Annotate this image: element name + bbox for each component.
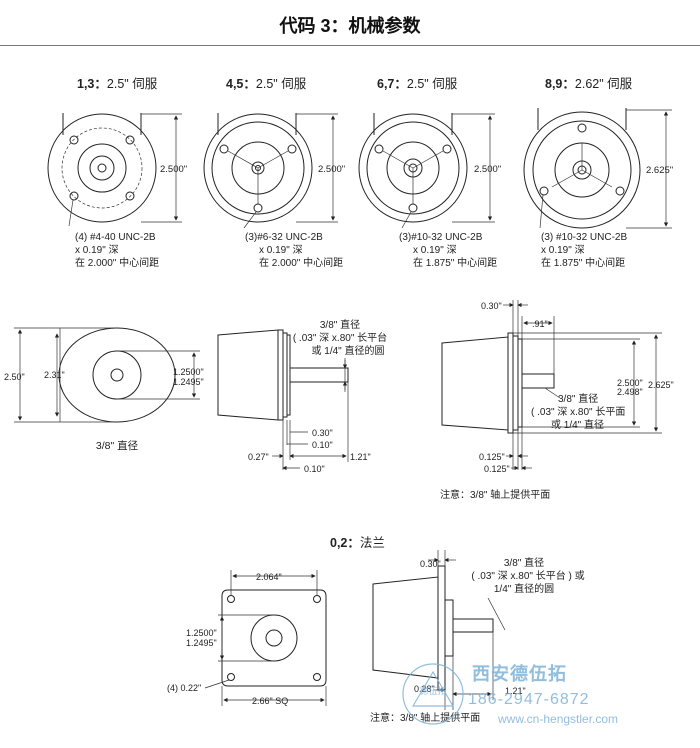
flange-callout-1: 3/8" 直径	[504, 556, 544, 569]
side-1-dim-010a: 0.10"	[312, 440, 333, 450]
watermark-phone: 186-2947-6872	[468, 691, 590, 708]
flange-dim-028: 0.28"	[414, 684, 435, 694]
front-dim-boss-1: 1.2500"	[173, 367, 204, 377]
svg-text:8,9：2.62" 伺服: 8,9：2.62" 伺服	[545, 77, 633, 91]
servo-4-5-label: 4,5	[226, 77, 243, 91]
svg-text:6,7：2.5" 伺服: 6,7：2.5" 伺服	[377, 77, 458, 91]
servo-1-3-note-3: 在 2.000" 中心间距	[75, 256, 159, 269]
flange-section: 0,2：法兰	[330, 536, 385, 550]
servo-6-7-size: 2.5" 伺服	[407, 77, 458, 91]
servo-view-4-5: 4,5：2.5" 伺服 2.500" (3)#6-32 UNC-2B x 0.1…	[203, 77, 345, 269]
servo-8-9-dimension: 2.625"	[646, 165, 673, 176]
svg-text:1,3：2.5" 伺服: 1,3：2.5" 伺服	[77, 77, 158, 91]
servo-1-3-size: 2.5" 伺服	[107, 77, 158, 91]
side-2-dim-2500: 2.500"	[617, 378, 643, 388]
flange-dim-2064: 2.064"	[256, 572, 282, 582]
flange-dim-boss-2: 1.2495"	[186, 638, 217, 648]
servo-4-5-size: 2.5" 伺服	[256, 77, 307, 91]
side-1-callout-1: 3/8" 直径	[320, 318, 360, 331]
side-1-dim-027: 0.27"	[248, 452, 269, 462]
side-2-dim-0125b: 0.125"	[484, 464, 510, 474]
watermark-url: www.cn-hengstler.com	[497, 712, 618, 726]
front-dim-boss-2: 1.2495"	[173, 377, 204, 387]
flange-dim-holes: (4) 0.22"	[167, 683, 201, 693]
title-divider	[0, 45, 700, 46]
watermark-logo-text: 德伍拓	[419, 685, 446, 696]
watermark-logo	[402, 663, 464, 725]
watermark-company: 西安德伍拓	[472, 663, 567, 684]
servo-view-8-9: 8,9：2.62" 伺服 2.625" (3) #10-32 UNC-2B x …	[523, 77, 673, 269]
servo-4-5-note-3: 在 2.000" 中心间距	[259, 256, 343, 269]
flange-dim-boss-1: 1.2500"	[186, 628, 217, 638]
servo-1-3-dimension: 2.500"	[160, 164, 187, 175]
servo-6-7-note-1: (3)#10-32 UNC-2B	[399, 232, 483, 243]
flange-dim-square: 2.66" SQ	[252, 696, 288, 706]
side-view-1: 3/8" 直径 ( .03" 深 x.80" 长平台 或 1/4" 直径的圆 0…	[217, 318, 387, 474]
side-2-dim-030: 0.30"	[481, 301, 502, 311]
servo-1-3-label: 1,3	[77, 77, 94, 91]
side-2-dim-0125a: 0.125"	[479, 452, 505, 462]
servo-8-9-size: 2.62" 伺服	[575, 77, 633, 91]
front-shaft-caption: 3/8" 直径	[96, 439, 139, 452]
flange-callout-3: 1/4" 直径的圆	[494, 582, 554, 595]
side-2-dim-2625: 2.625"	[648, 380, 674, 390]
flange-note: 注意：3/8" 轴上提供平面	[370, 711, 480, 724]
side-1-callout-2: ( .03" 深 x.80" 长平台	[293, 331, 387, 344]
servo-4-5-note-2: x 0.19" 深	[259, 244, 303, 256]
side-2-callout-1: 3/8" 直径	[558, 392, 598, 405]
side-2-callout-3: 或 1/4" 直径	[551, 418, 604, 431]
side-1-dim-010b: 0.10"	[304, 464, 325, 474]
servo-8-9-label: 8,9	[545, 77, 562, 91]
side-1-dim-030: 0.30"	[312, 428, 333, 438]
side-1-dim-121: 1.21"	[350, 452, 371, 462]
servo-1-3-note-2: x 0.19" 深	[75, 244, 119, 256]
svg-text:0,2：法兰: 0,2：法兰	[330, 536, 385, 550]
flange-dim-030: 0.30"	[420, 559, 441, 569]
side-2-dim-2498: 2.498"	[617, 387, 643, 397]
side-1-callout-3: 或 1/4" 直径的圆	[311, 344, 384, 357]
flange-front-view: 2.064" 1.2500" 1.2495" (4) 0.22" 2.66" S…	[167, 570, 327, 706]
front-dim-outer: 2.50"	[4, 372, 25, 382]
servo-view-6-7: 6,7：2.5" 伺服 2.500" (3)#10-32 UNC-2B x 0.…	[358, 77, 501, 269]
servo-6-7-note-3: 在 1.875" 中心间距	[413, 256, 497, 269]
flange-label: 0,2	[330, 536, 347, 550]
servo-8-9-note-1: (3) #10-32 UNC-2B	[541, 232, 627, 243]
side-view-2: 0.30" .91" 3/8" 直径 ( .03" 深 x.80" 长平面 或 …	[440, 300, 674, 501]
servo-6-7-dimension: 2.500"	[474, 164, 501, 175]
side-2-dim-091: .91"	[532, 319, 548, 329]
servo-1-3-note-1: (4) #4-40 UNC-2B	[75, 232, 156, 243]
flange-name: 法兰	[360, 536, 385, 550]
flange-callout-2: ( .03" 深 x.80" 长平台 ) 或	[471, 569, 584, 582]
side-2-callout-2: ( .03" 深 x.80" 长平面	[531, 406, 625, 418]
front-dim-inner: 2.31"	[44, 370, 65, 380]
svg-text:4,5：2.5" 伺服: 4,5：2.5" 伺服	[226, 77, 307, 91]
flange-dim-121: 1.21"	[505, 686, 526, 696]
servo-6-7-note-2: x 0.19" 深	[413, 244, 457, 256]
side-2-note: 注意：3/8" 轴上提供平面	[440, 488, 550, 501]
page-title: 代码 3：机械参数	[279, 16, 421, 36]
servo-8-9-note-2: x 0.19" 深	[541, 244, 585, 256]
flange-side-view: 0.30" 3/8" 直径 ( .03" 深 x.80" 长平台 ) 或 1/4…	[370, 550, 585, 724]
servo-4-5-dimension: 2.500"	[318, 164, 345, 175]
front-view: 2.50" 2.31" 1.2500" 1.2495" 3/8" 直径	[4, 327, 204, 452]
watermark: 德伍拓 西安德伍拓 186-2947-6872 www.cn-hengstler…	[402, 663, 618, 726]
servo-4-5-note-1: (3)#6-32 UNC-2B	[245, 232, 323, 243]
servo-view-1-3: 1,3：2.5" 伺服 2.500" (4) #4-40 UNC-2B x 0.…	[47, 77, 187, 269]
servo-8-9-note-3: 在 1.875" 中心间距	[541, 256, 625, 269]
servo-6-7-label: 6,7	[377, 77, 394, 91]
